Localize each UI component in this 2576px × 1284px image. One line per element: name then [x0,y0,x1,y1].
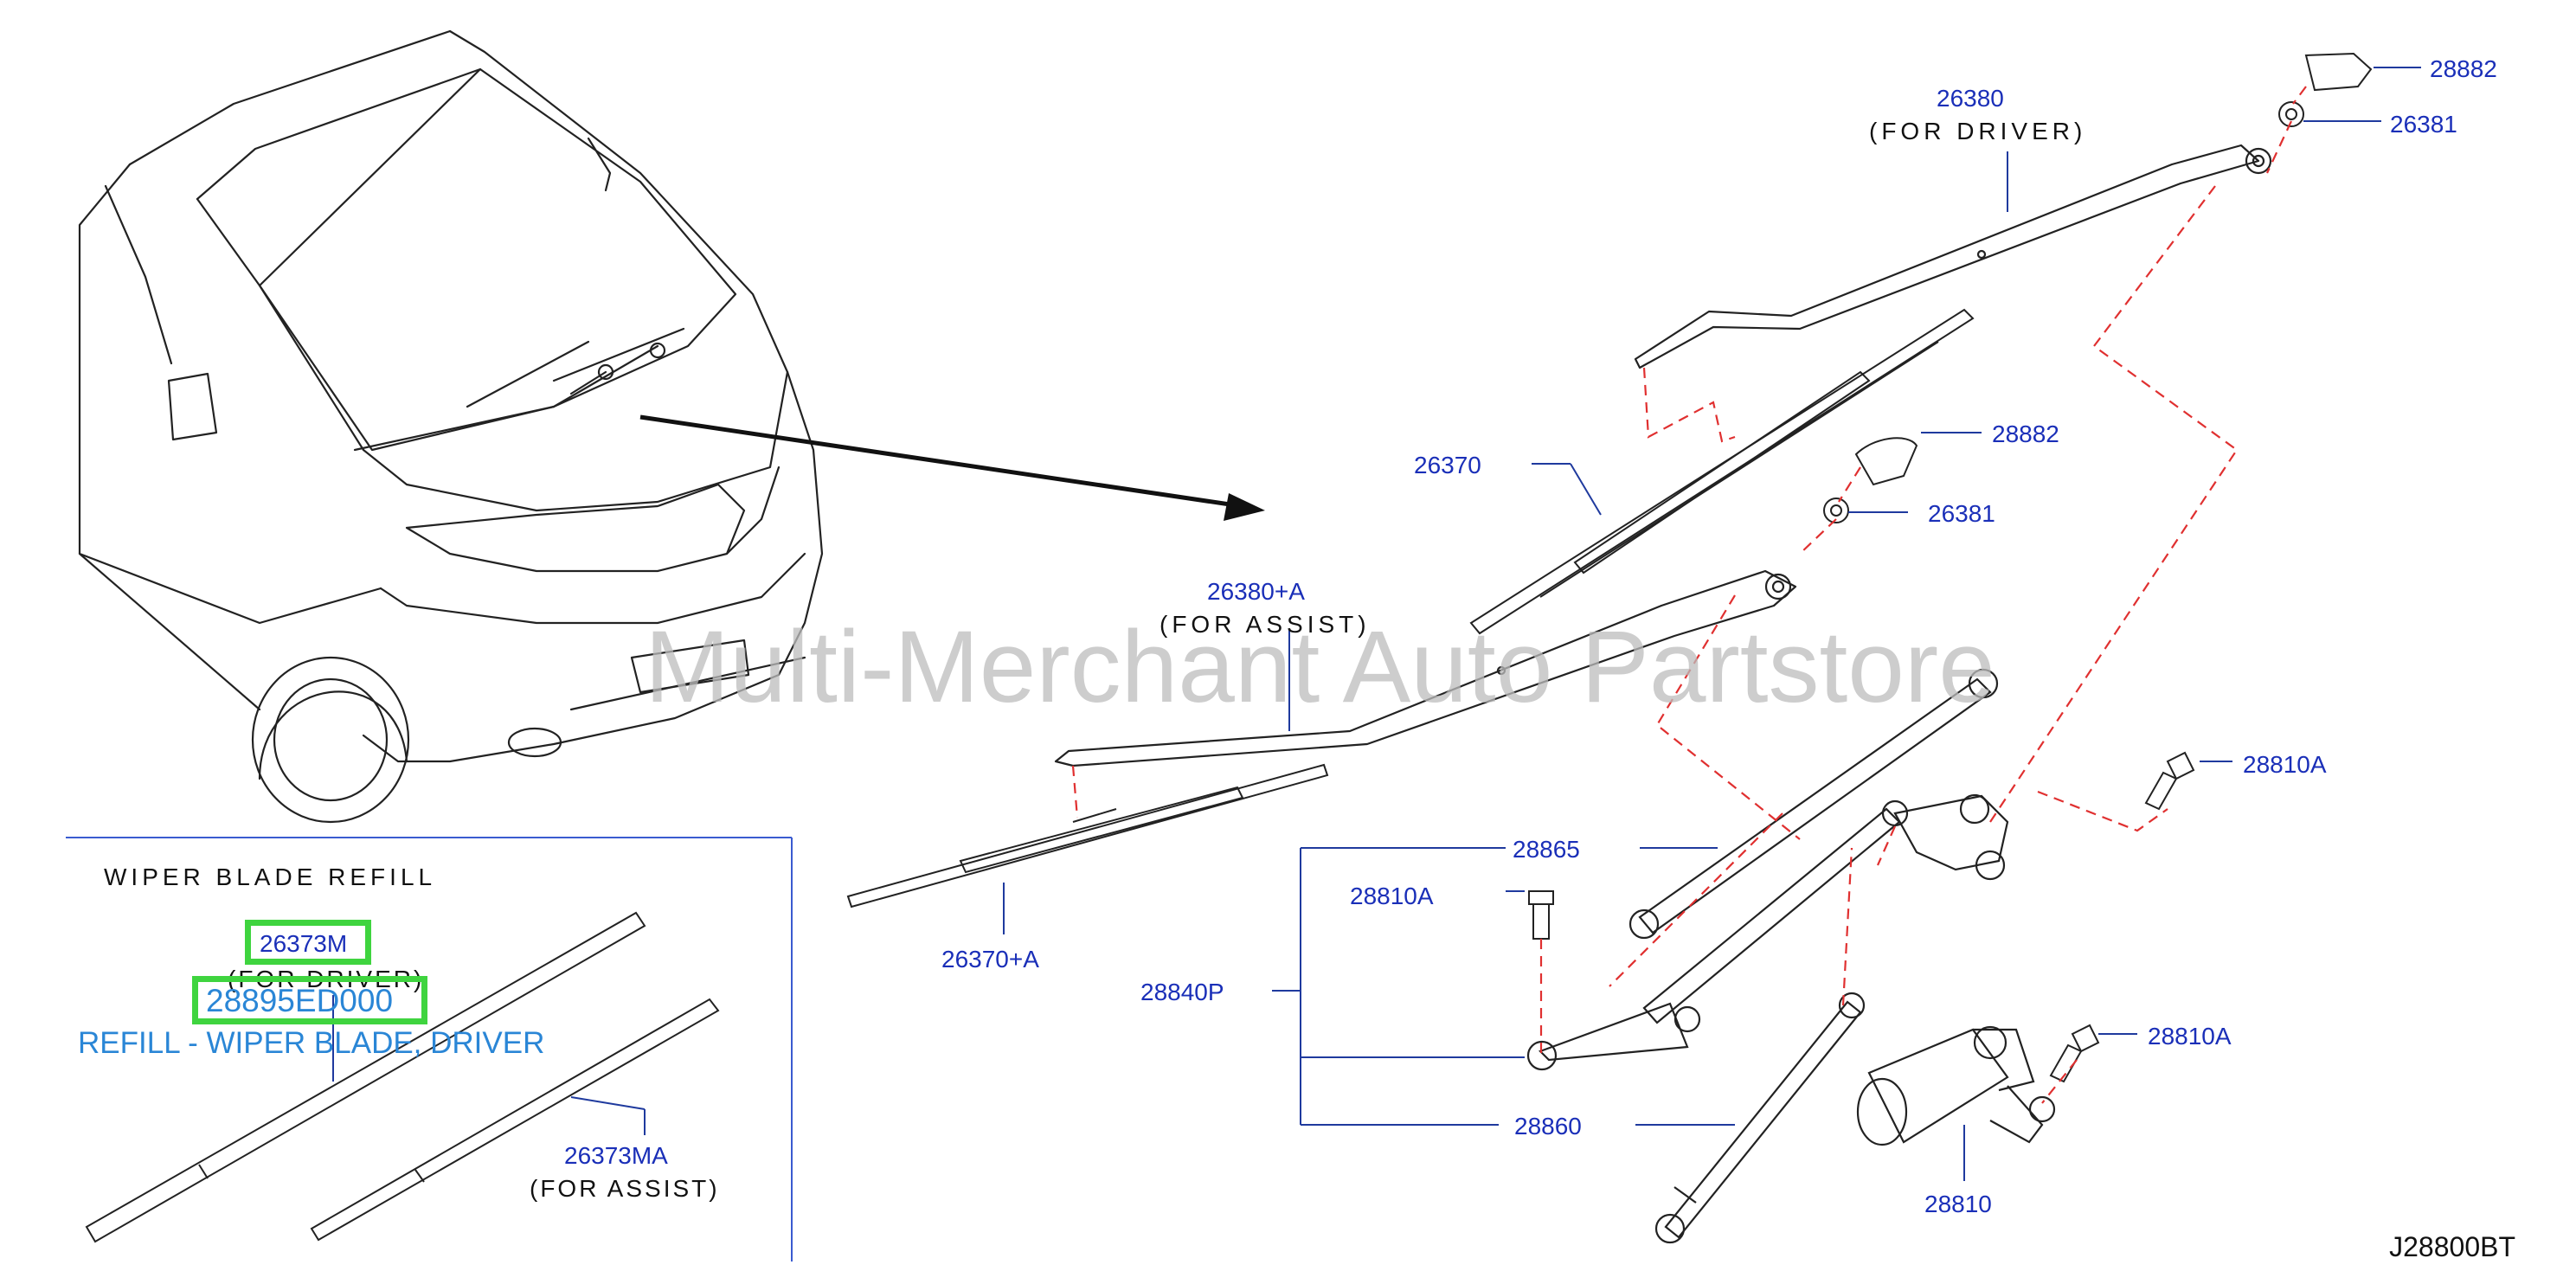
watermark: Multi-Merchant Auto Partstore [645,610,1995,724]
wiper-blade-assist [846,763,1329,908]
callout-nut-top[interactable]: 26381 [2390,111,2457,138]
pivot-caps-and-nuts [1823,52,2373,523]
refill-leaders [332,995,646,1135]
diagram-code: J28800BT [2389,1231,2515,1262]
callout-bolt-motor[interactable]: 28810A [2148,1023,2232,1050]
highlighted-part-number[interactable]: 28895ED000 [206,983,394,1018]
callout-link-upper[interactable]: 28865 [1513,836,1580,863]
callout-cap-top[interactable]: 28882 [2430,55,2497,82]
wiper-blade-driver [1469,308,1975,635]
callout-assist-refill[interactable]: 26373MA [564,1142,668,1169]
callout-driver-refill[interactable]: 26373M [260,930,348,957]
callout-blade-assist[interactable]: 26370+A [941,946,1039,973]
callout-linkage-assy[interactable]: 28840P [1140,979,1224,1005]
vehicle-illustration [78,29,824,824]
refill-inset-frame [66,837,793,1262]
alignment-dashed-lines [1071,86,2307,1104]
callout-bolt-left[interactable]: 28810A [1350,883,1434,909]
callout-arm-driver[interactable]: 26380 [1937,85,2004,112]
callout-assist-refill-note: (FOR ASSIST) [530,1175,720,1202]
driver-refill-highlight [245,920,371,965]
part-number-highlight [192,976,427,1024]
callout-link-lower[interactable]: 28860 [1514,1113,1582,1140]
bolts [1528,751,2195,1083]
wiper-motor [1856,1025,2056,1146]
callout-bolt-right[interactable]: 28810A [2243,751,2327,778]
callout-arm-assist-note: (FOR ASSIST) [1160,611,1371,638]
pointer-arrow [639,414,1265,521]
inset-title: WIPER BLADE REFILL [104,863,437,890]
callout-arm-assist[interactable]: 26380+A [1207,578,1305,605]
callout-cap-mid[interactable]: 28882 [1992,421,2059,447]
wiper-arm-driver [1634,144,2272,369]
wiper-arm-assist [1054,569,1797,767]
callout-motor[interactable]: 28810 [1924,1191,1992,1217]
wiper-linkage [1526,668,2009,1244]
callout-blade-driver[interactable]: 26370 [1414,452,1481,478]
highlighted-part-description: REFILL - WIPER BLADE, DRIVER [78,1026,545,1060]
callout-arm-driver-note: (FOR DRIVER) [1869,118,2087,144]
callout-leaders [1003,67,2421,1181]
refill-strips [85,911,720,1243]
callout-nut-mid[interactable]: 26381 [1928,500,1995,527]
